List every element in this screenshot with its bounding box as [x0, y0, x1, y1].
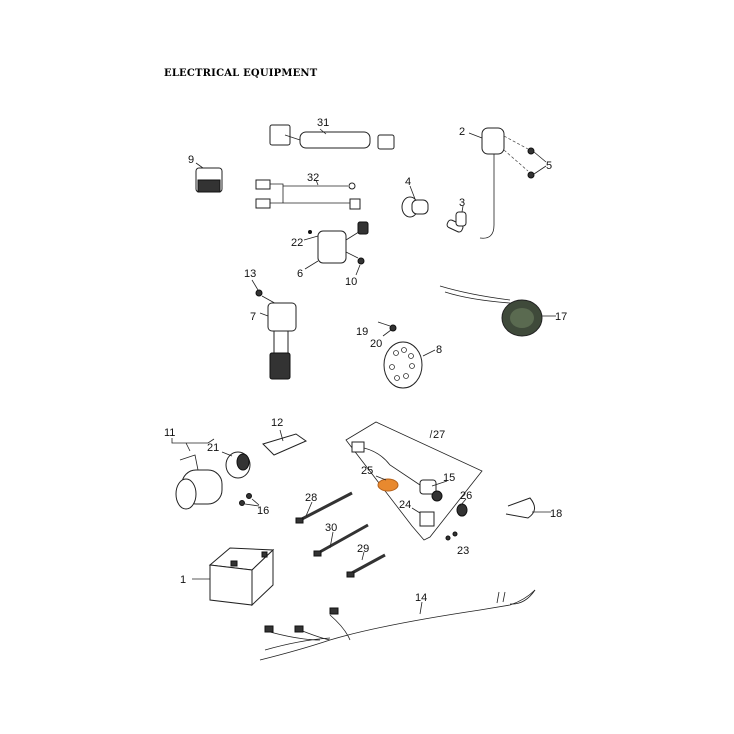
callout-10: 10 [345, 276, 357, 288]
callout-labels: 1 2 3 4 5 6 7 8 9 10 11 12 13 14 15 16 1… [164, 117, 567, 604]
callout-4: 4 [405, 176, 411, 188]
callout-19: 19 [356, 326, 368, 338]
callout-30: 30 [325, 522, 337, 534]
part-8-horn-disc [377, 321, 436, 389]
callout-8: 8 [436, 344, 442, 356]
part-14-main-harness [259, 589, 536, 661]
callout-32: 32 [307, 172, 319, 184]
callout-16: 16 [257, 505, 269, 517]
callout-27: 27 [433, 429, 445, 441]
callout-7: 7 [250, 311, 256, 323]
callout-1: 1 [180, 574, 186, 586]
callout-31: 31 [317, 117, 329, 129]
part-6-cdi-unit [303, 221, 369, 276]
part-7-regulator [251, 279, 297, 380]
callout-3: 3 [459, 197, 465, 209]
part-9-relay [195, 162, 223, 193]
part-11-starter-motor [171, 438, 260, 510]
callout-28: 28 [305, 492, 317, 504]
part-17-horn [439, 285, 556, 337]
callout-14: 14 [415, 592, 427, 604]
callout-6: 6 [297, 268, 303, 280]
part-3-spark-plug-cap [446, 205, 467, 233]
cable-ties [295, 491, 386, 578]
callout-11: 11 [164, 427, 175, 439]
callout-15: 15 [443, 472, 455, 484]
part-4-cap [401, 185, 429, 218]
callout-5: 5 [546, 160, 552, 172]
callout-23: 23 [457, 545, 469, 557]
callout-12: 12 [271, 417, 283, 429]
callout-20: 20 [370, 338, 382, 350]
callout-2: 2 [459, 126, 465, 138]
callout-26: 26 [460, 490, 472, 502]
callout-22: 22 [291, 237, 303, 249]
part-27-ignition-switch-kit [345, 421, 483, 541]
part-12-bracket [262, 429, 308, 456]
part-32-wire [255, 179, 361, 210]
callout-21: 21 [207, 442, 219, 454]
part-18-clip [505, 497, 551, 519]
part-1-battery [192, 547, 275, 607]
callout-18: 18 [550, 508, 562, 520]
callout-13: 13 [244, 268, 256, 280]
callout-29: 29 [357, 543, 369, 555]
part-2-ignition-coil [468, 127, 547, 239]
callout-25: 25 [361, 465, 373, 477]
callout-17: 17 [555, 311, 567, 323]
callout-9: 9 [188, 154, 194, 166]
callout-24: 24 [399, 499, 411, 511]
part-31-wire-harness [269, 124, 395, 150]
page-title: ELECTRICAL EQUIPMENT [164, 68, 318, 79]
